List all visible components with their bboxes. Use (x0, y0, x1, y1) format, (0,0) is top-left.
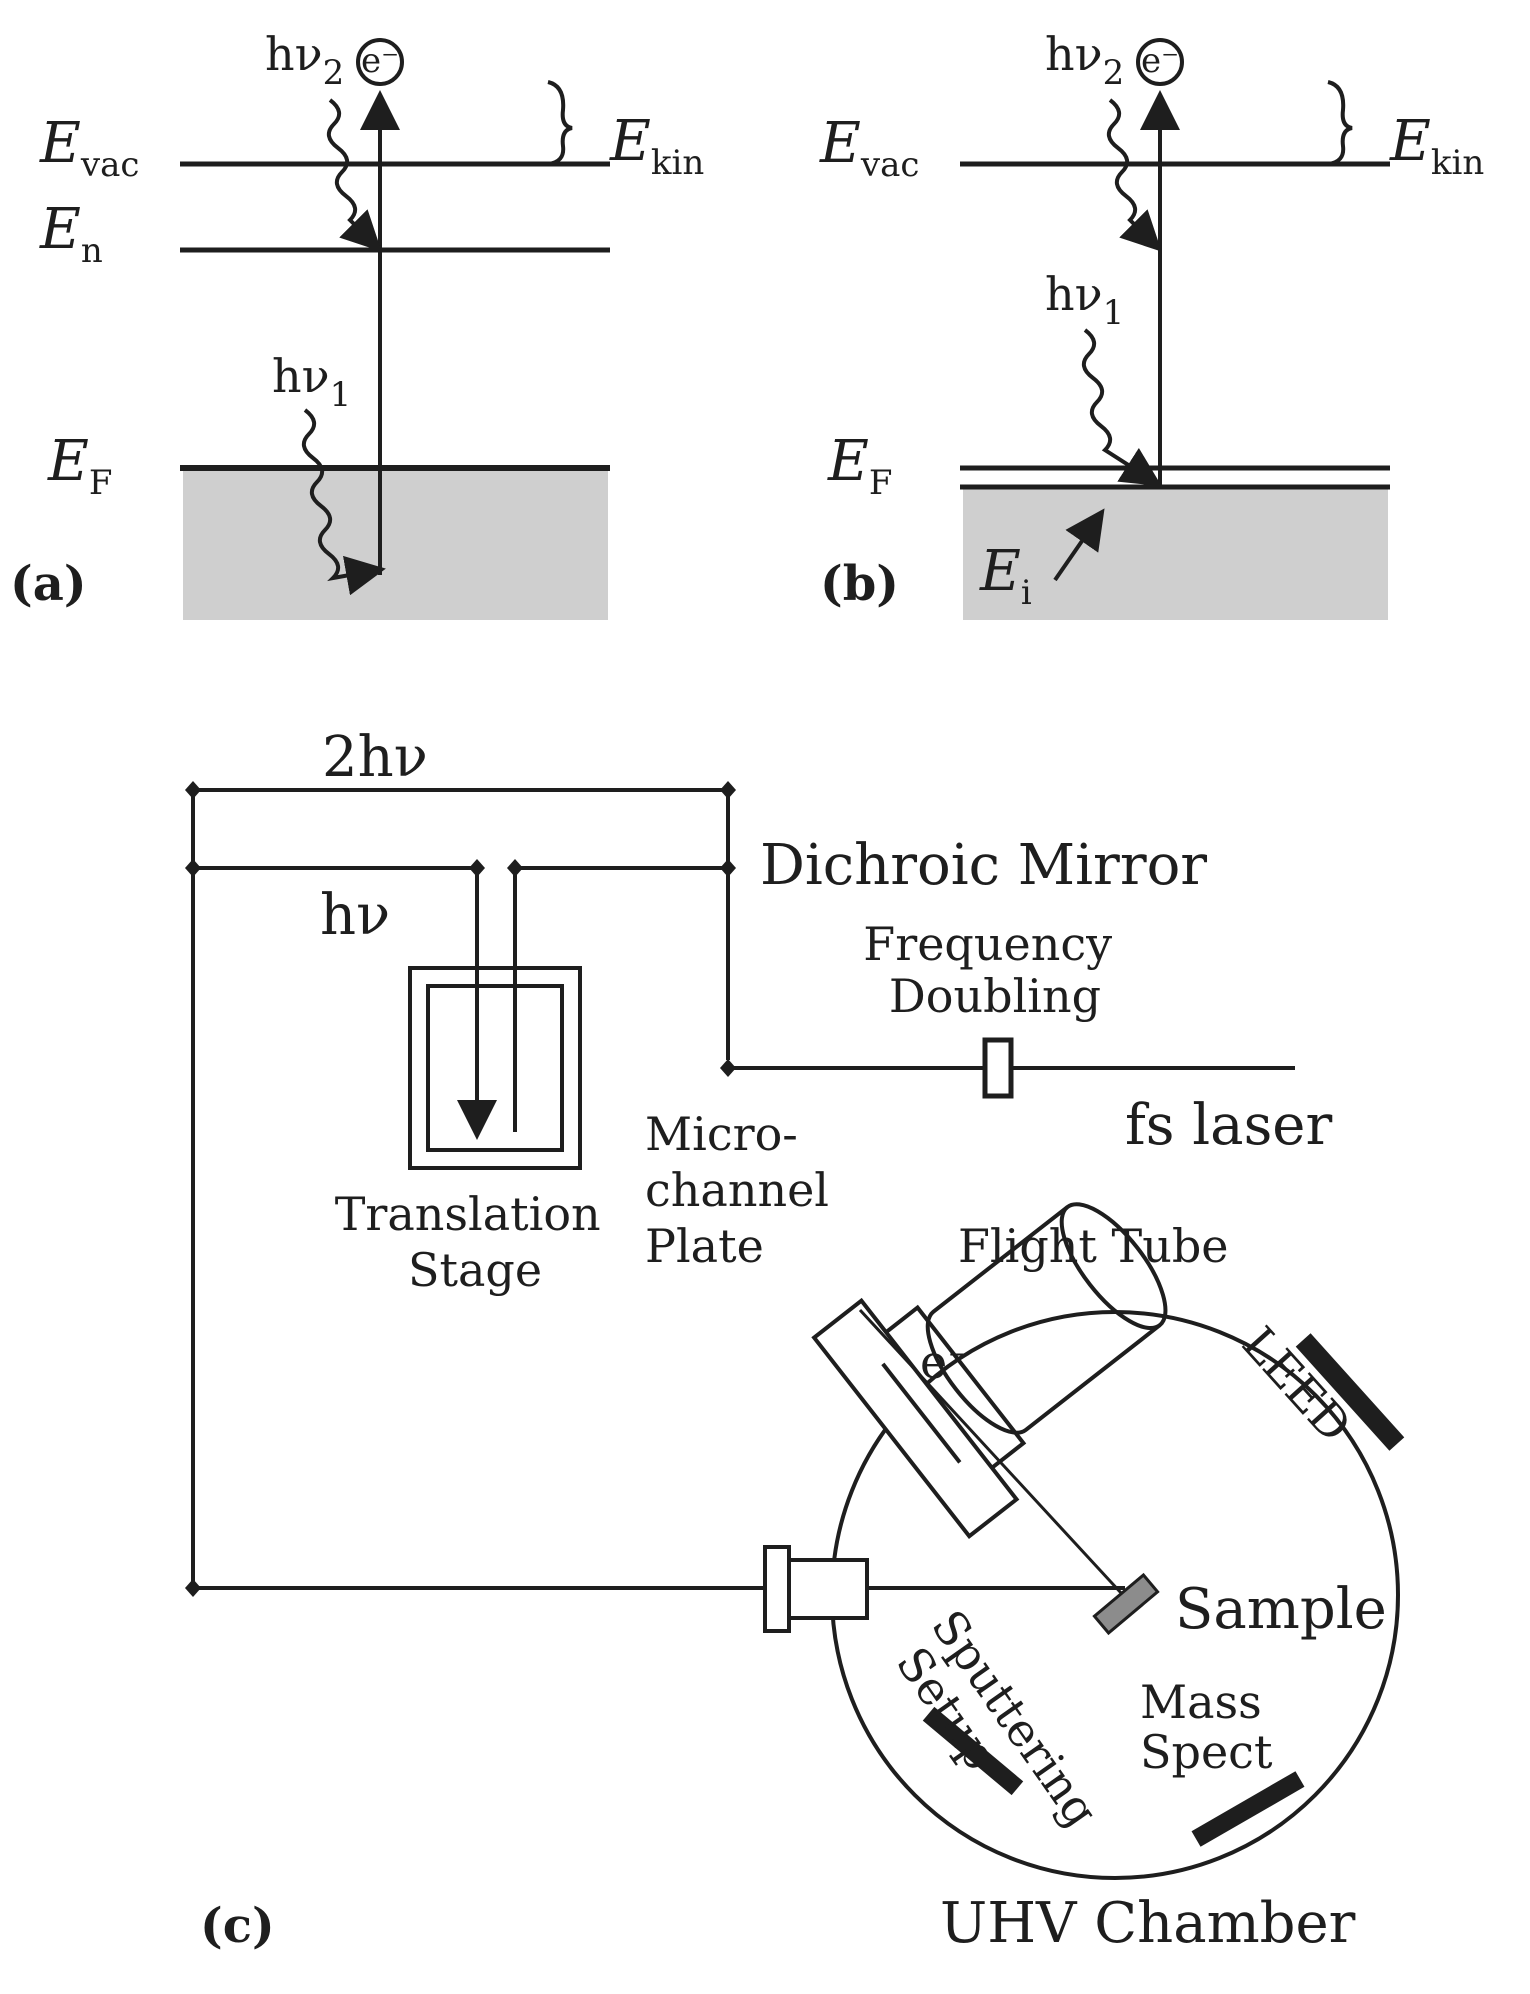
metal-band-b (963, 488, 1388, 620)
e-i-label-b: Ei (979, 539, 1032, 613)
electron-circle-a (356, 38, 404, 86)
beam-2hv-path (191, 788, 730, 1588)
e-kin-label-a: Ekin (609, 109, 704, 183)
label-electron-c: e⁻ (920, 1335, 972, 1389)
panel-a: e⁻ Evac En EF Ekin hν1 hν2 (a) (10, 27, 704, 620)
label-translation-stage: Translation Stage (335, 1187, 616, 1297)
mirror-bottom-left (185, 1579, 201, 1597)
chamber-window-port (763, 1545, 791, 1633)
microchannel-plate (811, 1297, 1020, 1540)
photon-hv2-wave-b (1106, 98, 1162, 252)
label-uhv-chamber: UHV Chamber (940, 1891, 1356, 1956)
mirror-markers (185, 781, 736, 1597)
mcp-inner-line (881, 1362, 962, 1464)
flight-tube-bracket (884, 1304, 1027, 1470)
mirror-top-left (185, 781, 201, 799)
label-frequency-doubling: Frequency Doubling (863, 917, 1126, 1023)
photon-hv2-wave-a (326, 98, 382, 252)
panel-label-b: (b) (820, 556, 899, 612)
sputtering-device (922, 1706, 1024, 1796)
e-n-label-a: En (39, 197, 103, 271)
leed-device (1295, 1333, 1405, 1451)
sample-holder (1092, 1572, 1160, 1636)
mirror-laser-in (720, 1059, 736, 1077)
hv1-label-a: hν1 (272, 349, 351, 415)
panel-b: e⁻ Evac EF Ekin Ei hν1 hν2 (b) (819, 27, 1484, 620)
electron-circle-b (1136, 38, 1184, 86)
frequency-doubling-crystal (982, 1037, 1014, 1099)
panel-label-c: (c) (200, 1898, 275, 1954)
panel-label-a: (a) (10, 556, 87, 612)
electron-trajectory (858, 1308, 1124, 1596)
dichroic-mirror (720, 859, 736, 877)
label-hv: hν (320, 883, 390, 948)
label-sputtering-setup: Sputtering Setup (880, 1600, 1117, 1877)
label-mass-spect: Mass Spect (1140, 1675, 1276, 1779)
e-f-label-a: EF (47, 429, 112, 503)
hv2-label-b: hν2 (1045, 27, 1124, 93)
label-flight-tube: Flight Tube (958, 1219, 1229, 1273)
electron-label-a: e⁻ (361, 41, 399, 81)
translation-stage-inner (426, 984, 564, 1152)
e-kin-label-b: Ekin (1389, 109, 1484, 183)
kinetic-energy-brace-b (1327, 80, 1353, 166)
e-vac-label-a: Evac (39, 111, 139, 185)
mirror-mid-left (185, 859, 201, 877)
label-microchannel-plate: Micro- channel Plate (645, 1107, 844, 1273)
translation-stage-outer (408, 966, 582, 1170)
electron-label-b: e⁻ (1141, 41, 1179, 81)
panel-c: 2hν hν Dichroic Mirror Frequency Doublin… (185, 725, 1405, 1956)
photon-hv1-wave-a (301, 408, 386, 596)
detector-assembly (811, 1202, 1168, 1540)
beam-hv-delay-path (513, 866, 728, 1132)
chamber-window-flange (787, 1558, 869, 1620)
label-2hv: 2hν (322, 725, 428, 790)
hv1-label-b: hν1 (1045, 267, 1124, 333)
kinetic-energy-brace-a (547, 80, 573, 166)
mirror-stage-out (507, 859, 523, 877)
mirror-top-right (720, 781, 736, 799)
flight-tube-body (925, 1205, 1161, 1435)
mass-spec-device (1191, 1771, 1305, 1847)
photon-hv1-wave-b (1081, 328, 1162, 487)
metal-band-a (183, 468, 608, 620)
label-fs-laser: fs laser (1125, 1093, 1332, 1158)
hv2-label-a: hν2 (265, 27, 344, 93)
e-f-label-b: EF (827, 429, 892, 503)
mirror-stage-in (469, 859, 485, 877)
e-vac-label-b: Evac (819, 111, 919, 185)
label-dichroic-mirror: Dichroic Mirror (760, 833, 1207, 898)
flight-tube-end (1059, 1202, 1168, 1331)
label-sample: Sample (1175, 1577, 1387, 1642)
image-state-pointer-b (1053, 508, 1105, 582)
